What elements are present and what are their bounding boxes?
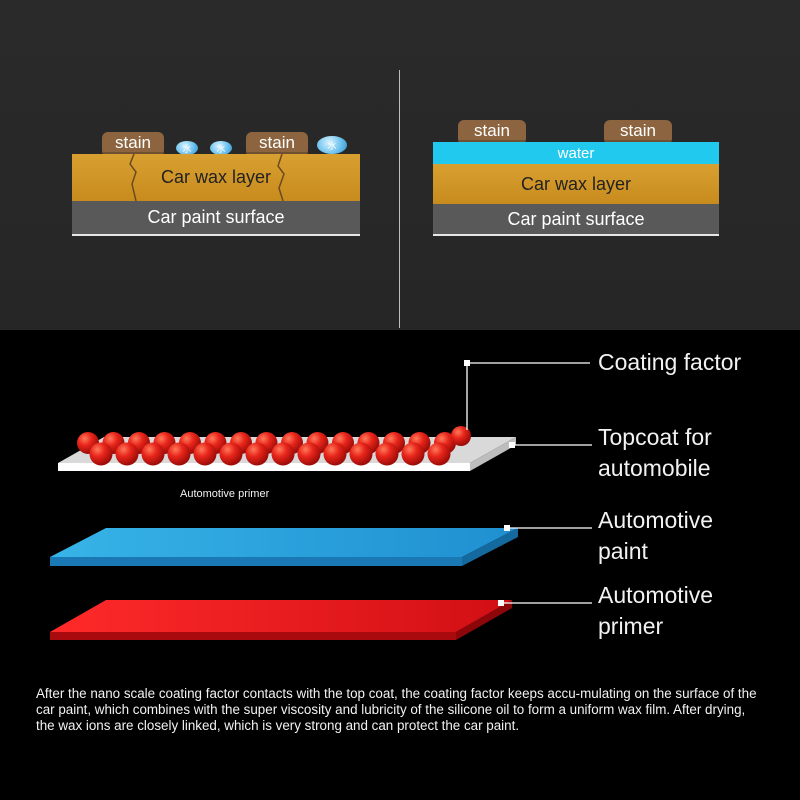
topcoat-label: Topcoat for automobile <box>598 422 712 484</box>
primer-sheet <box>50 600 512 640</box>
coating-factor-sphere <box>167 442 191 466</box>
water-layer: water <box>433 142 719 164</box>
coating-factor-sphere <box>245 442 269 466</box>
coating-factor-sphere <box>375 442 399 466</box>
description-text: After the nano scale coating factor cont… <box>36 686 766 734</box>
automotive-primer-caption: Automotive primer <box>180 488 270 500</box>
coating-factor-sphere <box>115 442 139 466</box>
coating-factor-sphere <box>323 442 347 466</box>
paint-label-line-2: paint <box>598 538 648 564</box>
leader-lines <box>466 362 592 604</box>
car-wax-layer: Car wax layer <box>433 164 719 204</box>
primer-label-line-1: Automotive <box>598 582 714 608</box>
description-paragraph: After the nano scale coating factor cont… <box>36 686 757 733</box>
coating-factor-sphere <box>193 442 217 466</box>
base-line <box>72 234 360 236</box>
paint-label-line-1: Automotive <box>598 507 714 533</box>
coating-factor-label: Coating factor <box>598 349 742 375</box>
car-paint-surface-layer: Car paint surface <box>433 204 719 234</box>
coating-factor-sphere <box>427 442 451 466</box>
coating-factor-spheres <box>77 426 471 466</box>
coating-factor-sphere <box>271 442 295 466</box>
coating-factor-sphere <box>401 442 425 466</box>
stain-block: stain <box>102 132 164 154</box>
primer-label-line-2: primer <box>598 613 664 639</box>
coating-factor-sphere <box>349 442 373 466</box>
water-droplet-icon: 水 <box>317 136 347 154</box>
layer-diagram <box>50 360 592 640</box>
topcoat-label-line-2: automobile <box>598 455 711 481</box>
primer-label: Automotive primer <box>598 580 713 642</box>
coating-factor-sphere <box>219 442 243 466</box>
water-droplet-icon: 水 <box>176 141 198 155</box>
paint-label: Automotive paint <box>598 505 713 567</box>
car-wax-layer: Car wax layer <box>72 154 360 201</box>
stain-block: stain <box>246 132 308 154</box>
topcoat-label-line-1: Topcoat for <box>598 424 712 450</box>
coating-factor-sphere <box>141 442 165 466</box>
paint-sheet <box>50 528 518 566</box>
base-line <box>433 234 719 236</box>
water-droplet-icon: 水 <box>210 141 232 155</box>
car-paint-surface-layer: Car paint surface <box>72 201 360 234</box>
leader-markers <box>464 360 515 606</box>
coating-factor-sphere <box>451 426 471 446</box>
coating-factor-sphere <box>89 442 113 466</box>
stain-block: stain <box>458 120 526 142</box>
stain-block: stain <box>604 120 672 142</box>
divider-line <box>399 70 400 328</box>
crack-lines <box>129 154 285 201</box>
coating-factor-sphere <box>297 442 321 466</box>
